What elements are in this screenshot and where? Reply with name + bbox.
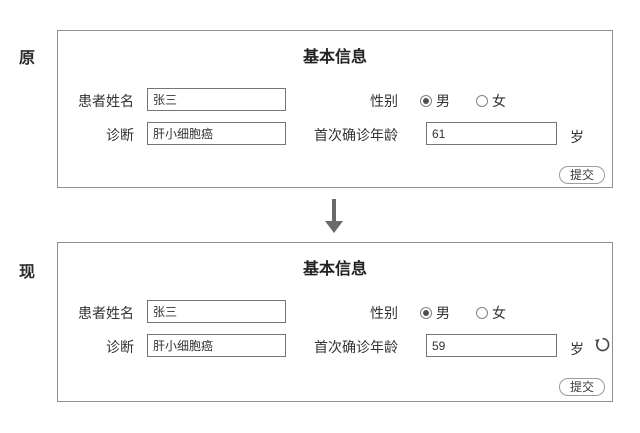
diagnosis-input[interactable] xyxy=(147,334,286,357)
first-diagnosis-age-input[interactable] xyxy=(426,334,557,357)
diagnosis-input[interactable] xyxy=(147,122,286,145)
down-arrow-stem xyxy=(332,199,336,222)
panel-title: 基本信息 xyxy=(302,261,367,278)
panel-title: 基本信息 xyxy=(302,49,367,66)
side-label-current: 现 xyxy=(19,264,36,281)
gender-female-option[interactable]: 女 xyxy=(476,303,506,323)
gender-label: 性别 xyxy=(370,93,398,109)
first-diagnosis-age-label: 首次确诊年龄 xyxy=(314,127,398,143)
patient-name-label: 患者姓名 xyxy=(78,305,134,321)
down-arrow-head xyxy=(325,221,343,233)
gender-female-label: 女 xyxy=(492,305,506,321)
gender-label: 性别 xyxy=(370,305,398,321)
side-label-original: 原 xyxy=(19,50,36,67)
form-panel-original: 基本信息 患者姓名 性别 男 女 诊断 首次确诊年龄 岁 提交 xyxy=(57,30,613,188)
patient-name-input[interactable] xyxy=(147,88,286,111)
diagnosis-label: 诊断 xyxy=(106,127,134,143)
radio-unselected-icon xyxy=(476,95,488,107)
form-panel-current: 基本信息 患者姓名 性别 男 女 诊断 首次确诊年龄 岁 提交 xyxy=(57,242,613,402)
gender-male-option[interactable]: 男 xyxy=(420,91,450,111)
radio-selected-icon xyxy=(420,307,432,319)
patient-name-input[interactable] xyxy=(147,300,286,323)
gender-female-option[interactable]: 女 xyxy=(476,91,506,111)
submit-button[interactable]: 提交 xyxy=(559,378,605,396)
radio-unselected-icon xyxy=(476,307,488,319)
gender-female-label: 女 xyxy=(492,93,506,109)
first-diagnosis-age-label: 首次确诊年龄 xyxy=(314,339,398,355)
diagnosis-label: 诊断 xyxy=(106,339,134,355)
gender-radio-group: 男 女 xyxy=(420,91,506,111)
submit-button[interactable]: 提交 xyxy=(559,166,605,184)
first-diagnosis-age-input[interactable] xyxy=(426,122,557,145)
gender-radio-group: 男 女 xyxy=(420,303,506,323)
age-unit-label: 岁 xyxy=(570,341,584,357)
radio-selected-icon xyxy=(420,95,432,107)
undo-icon[interactable] xyxy=(594,336,611,353)
down-arrow-icon xyxy=(324,199,344,233)
gender-male-option[interactable]: 男 xyxy=(420,303,450,323)
gender-male-label: 男 xyxy=(436,93,450,109)
age-unit-label: 岁 xyxy=(570,129,584,145)
gender-male-label: 男 xyxy=(436,305,450,321)
patient-name-label: 患者姓名 xyxy=(78,93,134,109)
